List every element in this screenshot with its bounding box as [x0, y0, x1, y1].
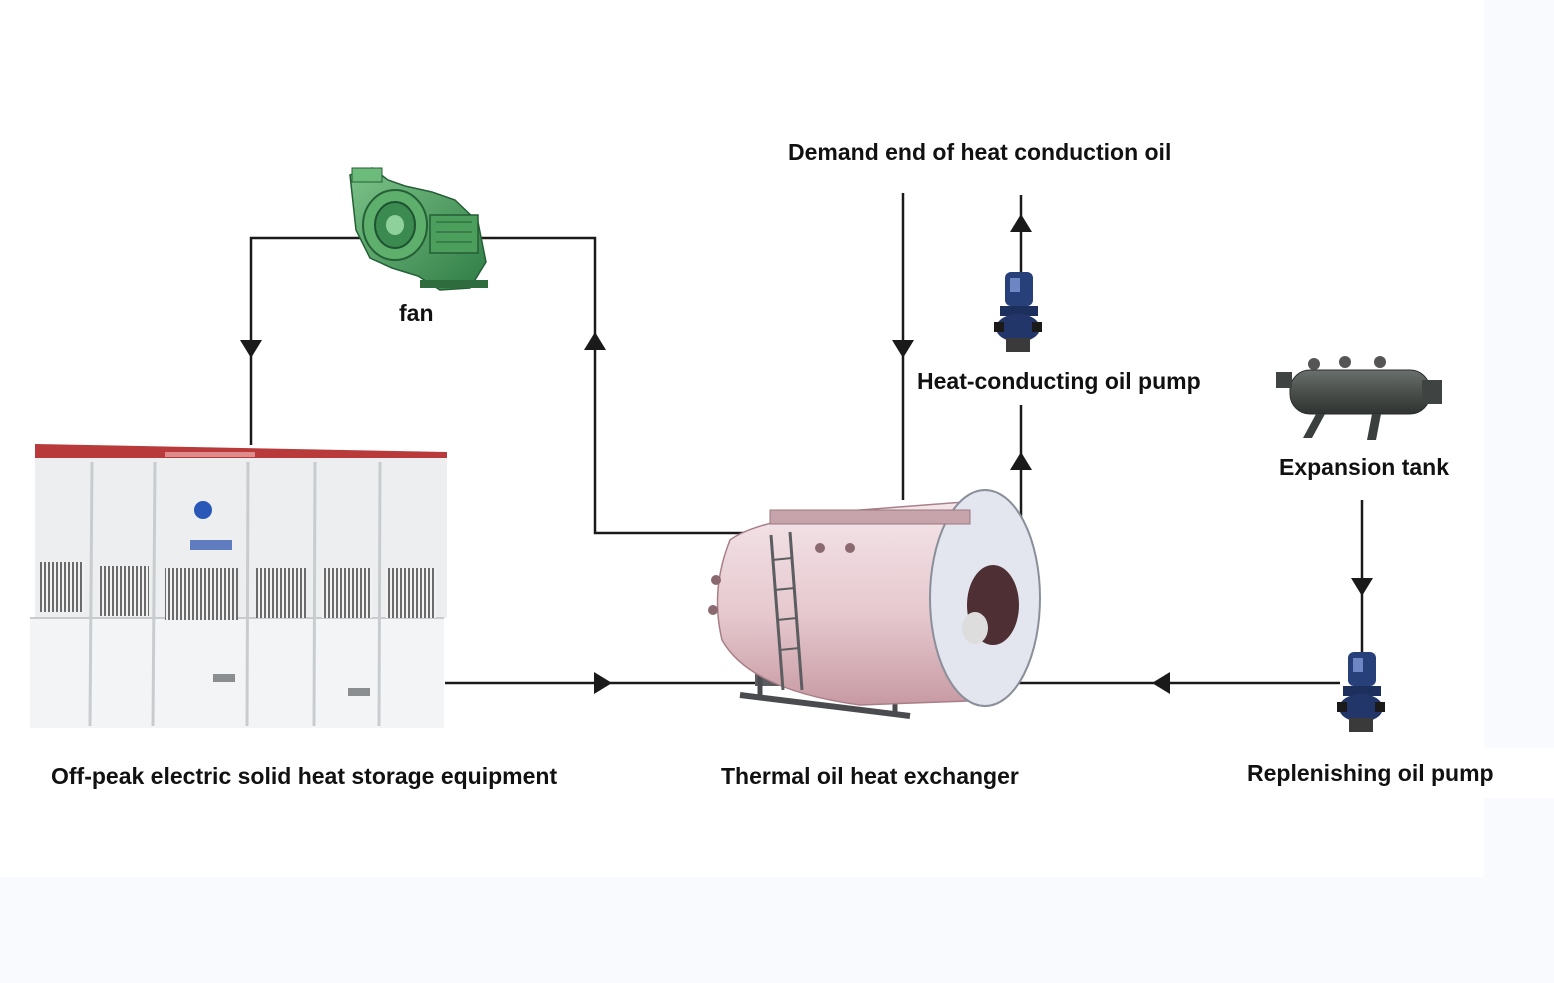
arrow-up-fan-loop [584, 332, 606, 350]
expansion-tank-icon [1276, 356, 1442, 440]
centrifugal-fan-icon [349, 167, 488, 291]
arrow-down-demand [892, 340, 914, 358]
arrow-down-tank [1351, 578, 1373, 596]
heat-pump-vertical-pump-icon [994, 272, 1042, 352]
label-heat-storage-equipment: Off-peak electric solid heat storage equ… [51, 763, 558, 789]
label-thermal-oil-heat-exchanger: Thermal oil heat exchanger [721, 763, 1019, 789]
diagram-canvas-extension [1484, 748, 1554, 798]
label-replenishing-oil-pump: Replenishing oil pump [1247, 760, 1494, 786]
label-demand-end: Demand end of heat conduction oil [788, 139, 1172, 165]
pipe-exchanger-to-fan [480, 236, 768, 535]
arrow-up-pump-out [1010, 214, 1032, 232]
label-heat-conducting-oil-pump: Heat-conducting oil pump [917, 368, 1201, 394]
flow-arrows [240, 214, 1373, 694]
boiler-heat-exchanger-icon [708, 489, 1041, 719]
label-expansion-tank: Expansion tank [1279, 454, 1449, 480]
arrow-down-fan-loop [240, 340, 262, 358]
label-fan: fan [399, 300, 434, 326]
cabinet-logo-icon [194, 501, 212, 519]
heat-storage-cabinet-icon [30, 444, 447, 728]
arrow-right-storage [594, 672, 612, 694]
cabinet-vent-grills [40, 562, 436, 620]
pipe-fan-to-storage [249, 236, 360, 445]
replenish-vertical-pump-icon [1337, 652, 1385, 732]
diagram-canvas [0, 0, 1484, 877]
arrow-left-replenish [1152, 672, 1170, 694]
arrow-up-exchanger [1010, 452, 1032, 470]
